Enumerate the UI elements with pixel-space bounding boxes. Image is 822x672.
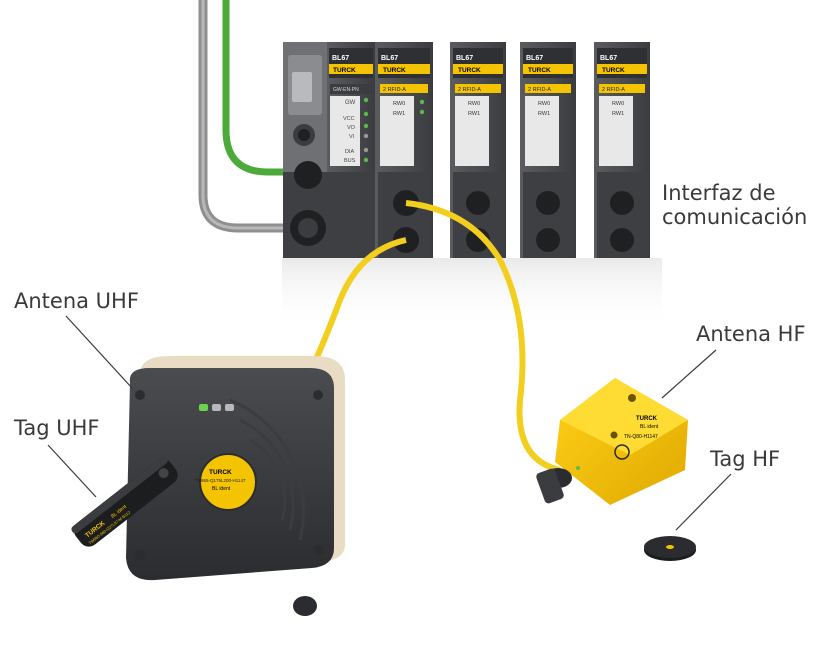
uhf-antenna xyxy=(126,356,345,616)
label-antena-hf: Antena HF xyxy=(696,322,806,346)
hf-antenna-sublogo: BL ident xyxy=(640,424,659,430)
m2-brand: BL67 xyxy=(456,55,473,62)
m1-ch1: RW1 xyxy=(393,111,405,117)
leader-tag-hf xyxy=(675,473,732,531)
m3-logo: TURCK xyxy=(528,67,551,74)
gw-brand: BL67 xyxy=(332,55,349,62)
uhf-antenna-model: TN865-Q175L200-H1147 xyxy=(195,478,246,483)
uhf-antenna-logo: TURCK xyxy=(209,469,232,476)
hf-antenna-logo: TURCK xyxy=(636,416,658,422)
m2-ch0: RW0 xyxy=(468,101,480,107)
label-interfaz-line2: comunicación xyxy=(662,205,808,230)
m4-logo: TURCK xyxy=(602,67,625,74)
rfid-module-4 xyxy=(594,42,650,258)
gateway-module xyxy=(283,42,375,258)
m1-logo: TURCK xyxy=(383,67,406,74)
m3-type: 2 RFID-A xyxy=(528,87,551,93)
hf-antenna-model: TN-Q80-H1147 xyxy=(624,434,658,440)
gw-led-4: DIA xyxy=(345,149,355,155)
m3-ch0: RW0 xyxy=(538,101,550,107)
m1-ch0: RW0 xyxy=(393,101,405,107)
gw-type: GW-EN-PN xyxy=(333,87,359,93)
m4-type: 2 RFID-A xyxy=(602,87,625,93)
hf-antenna xyxy=(536,378,688,505)
m3-ch1: RW1 xyxy=(538,111,550,117)
leader-antena-uhf xyxy=(65,315,133,389)
m2-logo: TURCK xyxy=(458,67,481,74)
label-interfaz-line1: Interfaz de xyxy=(662,181,776,205)
leader-antena-hf xyxy=(661,349,717,399)
label-antena-uhf: Antena UHF xyxy=(14,289,139,313)
m4-ch1: RW1 xyxy=(612,111,624,117)
gw-led-1: VCC xyxy=(343,116,355,122)
rfid-module-2 xyxy=(450,42,506,258)
module-reflection xyxy=(282,258,662,328)
gw-led-0: GW xyxy=(345,100,356,106)
hf-tag xyxy=(644,536,696,561)
gw-led-2: VO xyxy=(347,125,356,131)
m2-type: 2 RFID-A xyxy=(458,87,481,93)
label-tag-uhf: Tag UHF xyxy=(14,416,100,440)
m4-ch0: RW0 xyxy=(612,101,624,107)
green-ethernet-cable xyxy=(222,0,300,176)
gw-logo: TURCK xyxy=(333,67,356,74)
yellow-cable-to-hf xyxy=(405,200,561,473)
gw-led-5: BUS xyxy=(344,158,356,164)
m1-brand: BL67 xyxy=(381,55,398,62)
m1-type: 2 RFID-A xyxy=(383,87,406,93)
rfid-module-1 xyxy=(375,42,433,258)
gw-led-3: VI xyxy=(349,134,355,140)
uhf-antenna-sublogo: BL ident xyxy=(212,486,231,492)
rfid-module-3 xyxy=(520,42,576,258)
m2-ch1: RW1 xyxy=(468,111,480,117)
leader-tag-uhf xyxy=(47,444,97,498)
label-tag-hf: Tag HF xyxy=(710,447,781,471)
label-interfaz-comunicacion: Interfaz de comunicación xyxy=(662,181,807,229)
m3-brand: BL67 xyxy=(526,55,543,62)
uhf-tag: TURCK BL ident TW860-960-Q27L97-M-B112 xyxy=(71,456,178,547)
yellow-cable-to-uhf xyxy=(309,237,407,370)
m4-brand: BL67 xyxy=(600,55,617,62)
